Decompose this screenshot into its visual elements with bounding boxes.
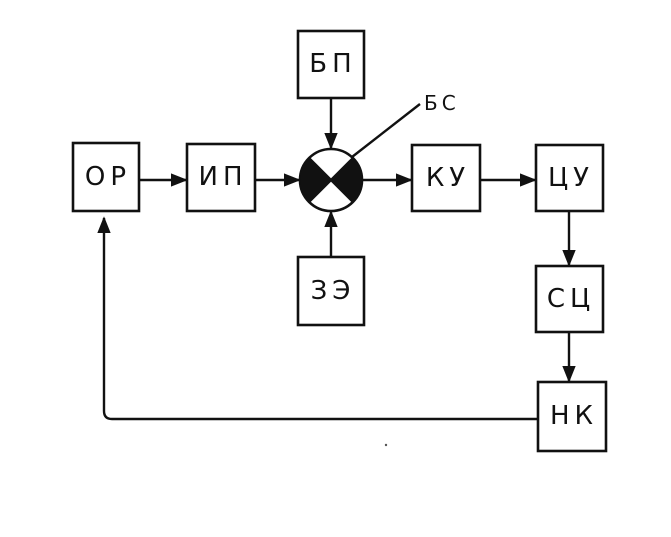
block-ze: ЗЭ: [296, 255, 366, 327]
block-sts-label: СЦ: [547, 284, 595, 314]
block-tsu: ЦУ: [534, 143, 605, 213]
comparator-left-sector: [300, 158, 331, 202]
block-ku-label: КУ: [426, 163, 470, 193]
comparator-leader-line: [351, 103, 421, 158]
scan-speck: [384, 443, 388, 447]
block-nk: НК: [536, 380, 608, 453]
block-bp: БП: [296, 29, 366, 100]
block-or-label: ОР: [85, 162, 131, 192]
block-sts: СЦ: [534, 264, 605, 334]
connector-nk-to-or-feedback: [97, 216, 537, 421]
block-or: ОР: [71, 141, 141, 213]
block-bp-label: БП: [309, 49, 356, 79]
comparator-right-sector: [331, 158, 362, 202]
comparator: [298, 147, 364, 213]
comparator-label: БС: [424, 91, 460, 115]
block-ze-label: ЗЭ: [311, 276, 356, 306]
block-ip-label: ИП: [199, 162, 248, 192]
block-ku: КУ: [410, 143, 482, 213]
comparator-cross-b: [308, 157, 354, 203]
block-tsu-label: ЦУ: [548, 163, 594, 193]
block-nk-label: НК: [550, 401, 598, 431]
block-ip: ИП: [185, 142, 257, 213]
connections: [97, 98, 576, 421]
